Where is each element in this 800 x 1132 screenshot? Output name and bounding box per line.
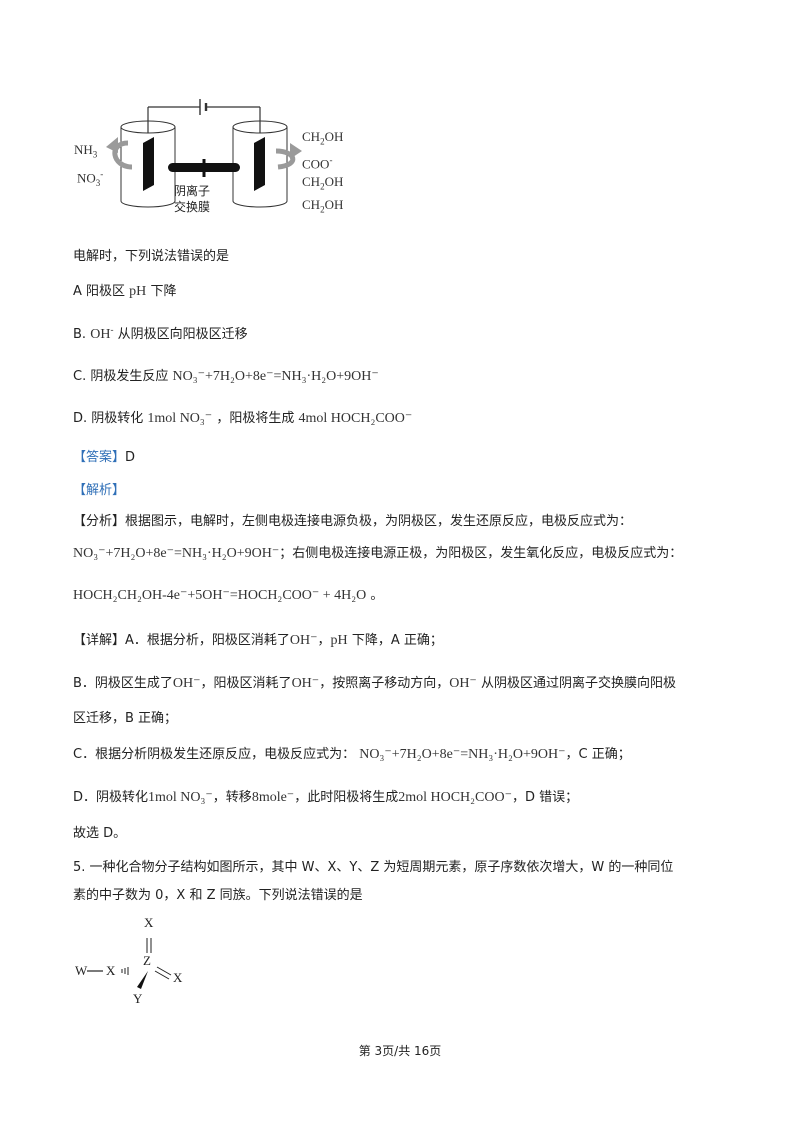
analysis-line3: HOCH₂CH₂OH-4e⁻+5OH⁻=HOCH₂COO⁻ + 4H₂O 。 bbox=[73, 584, 383, 604]
detail-d-tail: ，D 错误； bbox=[512, 790, 579, 805]
detail-d-quantity3: 2mol HOCH₂COO⁻ bbox=[398, 790, 512, 805]
option-d-quantity1: 1mol NO₃⁻ bbox=[147, 411, 213, 426]
option-a[interactable]: A 阳极区 pH 下降 bbox=[73, 280, 176, 300]
detail-b-ion1: OH⁻ bbox=[172, 676, 201, 691]
atom-w: W bbox=[75, 963, 88, 978]
membrane-label-line1: 阴离子 bbox=[174, 184, 211, 198]
conclusion: 故选 D。 bbox=[73, 826, 127, 841]
detail-d-text1: D．阴极转化 bbox=[73, 790, 149, 805]
question-stem: 电解时，下列说法错误的是 bbox=[73, 249, 230, 264]
option-a-text: A 阳极区 bbox=[73, 284, 126, 299]
right-species: CH2OH COO- CH2OH CH2OH bbox=[302, 128, 343, 218]
option-b-prefix: B. bbox=[73, 327, 87, 342]
analysis-line2-text: ；右侧电极连接电源正极，为阳极区，发生氧化反应，电极反应式为： bbox=[279, 546, 683, 561]
option-d-quantity2: 4mol HOCH₂COO⁻ bbox=[298, 411, 413, 426]
membrane-label-line2: 交换膜 bbox=[174, 200, 211, 214]
analysis-end-mark: 。 bbox=[370, 588, 384, 603]
atom-x-left: X bbox=[106, 963, 116, 978]
detail-c-text: C．根据分析阴极发生还原反应，电极反应式为： bbox=[73, 747, 356, 762]
detail-c-equation: NO₃⁻+7H₂O+8e⁻=NH₃·H₂O+9OH⁻ bbox=[359, 747, 566, 762]
answer-value: D bbox=[125, 450, 136, 465]
detail-d-text2: ，转移 bbox=[212, 790, 252, 805]
detail-a: 【详解】A．根据分析，阳极区消耗了OH⁻，pH 下降，A 正确； bbox=[73, 629, 443, 649]
option-d-text: D. 阴极转化 bbox=[73, 411, 144, 426]
detail-b-text3: ，按照离子移动方向， bbox=[319, 676, 450, 691]
detail-d-quantity1: 1mol NO₃⁻ bbox=[148, 790, 213, 805]
option-c[interactable]: C. 阴极发生反应 NO₃⁻+7H₂O+8e⁻=NH₃·H₂O+9OH⁻ bbox=[73, 365, 379, 385]
atom-x-right: X bbox=[173, 970, 183, 985]
option-c-text: C. 阴极发生反应 bbox=[73, 369, 169, 384]
analysis-line1: 【分析】根据图示，电解时，左侧电极连接电源负极，为阴极区，发生还原反应，电极反应… bbox=[73, 514, 633, 529]
detail-a-text: 【详解】A．根据分析，阳极区消耗了 bbox=[73, 633, 290, 648]
nh3-label: NH3 bbox=[74, 142, 98, 160]
ch2oh-mid: CH2OH bbox=[302, 173, 344, 192]
option-b-text: 从阴极区向阳极区迁移 bbox=[117, 327, 248, 342]
analysis-equation2: HOCH₂CH₂OH-4e⁻+5OH⁻=HOCH₂COO⁻ + 4H₂O bbox=[73, 588, 367, 603]
ch2oh-top: CH2OH bbox=[302, 129, 344, 147]
page-footer: 第 3页/共 16页 bbox=[358, 1044, 442, 1058]
membrane-label: 阴离子 交换膜 bbox=[174, 183, 210, 215]
oh-ion: OH- bbox=[90, 324, 114, 342]
coo-label: COO- bbox=[302, 154, 333, 171]
answer-tag: 【答案】 bbox=[73, 450, 126, 465]
detail-a-sep: ， bbox=[317, 633, 331, 648]
atom-z: Z bbox=[143, 953, 151, 968]
option-b[interactable]: B. OH- 从阴极区向阳极区迁移 bbox=[73, 323, 248, 343]
electrolysis-figure bbox=[70, 95, 370, 235]
detail-b-ion2: OH⁻ bbox=[291, 676, 320, 691]
detail-b-text1: B．阴极区生成了 bbox=[73, 676, 173, 691]
detail-c: C．根据分析阴极发生还原反应，电极反应式为： NO₃⁻+7H₂O+8e⁻=NH₃… bbox=[73, 743, 631, 763]
ph-symbol: pH bbox=[129, 284, 147, 299]
option-a-tail: 下降 bbox=[150, 284, 177, 299]
option-c-equation: NO₃⁻+7H₂O+8e⁻=NH₃·H₂O+9OH⁻ bbox=[172, 369, 379, 384]
detail-b-text4: 从阴极区通过阴离子交换膜向阳极 bbox=[480, 676, 676, 691]
no3-label: NO3- bbox=[77, 169, 104, 188]
detail-d-text3: ，此时阳极将生成 bbox=[294, 790, 399, 805]
detail-d-quantity2: 8mole⁻ bbox=[251, 790, 295, 805]
detail-b-cont: 区迁移，B 正确； bbox=[73, 711, 178, 726]
q5-line2: 素的中子数为 0，X 和 Z 同族。下列说法错误的是 bbox=[73, 888, 363, 903]
analysis-line2: NO₃⁻+7H₂O+8e⁻=NH₃·H₂O+9OH⁻；右侧电极连接电源正极，为阳… bbox=[73, 542, 682, 562]
molecule-bonds bbox=[87, 938, 172, 989]
detail-a-ion: OH⁻ bbox=[289, 633, 318, 648]
analysis-tag: 【解析】 bbox=[73, 483, 126, 498]
detail-d: D．阴极转化1mol NO₃⁻，转移8mole⁻，此时阳极将生成2mol HOC… bbox=[73, 786, 578, 806]
ph-symbol: pH bbox=[330, 633, 348, 648]
option-d-mid: ，阳极将生成 bbox=[216, 411, 295, 426]
detail-b: B．阴极区生成了OH⁻，阳极区消耗了OH⁻，按照离子移动方向，OH⁻ 从阴极区通… bbox=[73, 672, 676, 692]
detail-c-tail: ，C 正确； bbox=[565, 747, 631, 762]
electrolysis-diagram bbox=[106, 99, 302, 208]
molecule-structure: W X X Z X Y bbox=[70, 915, 200, 1010]
answer-line: 【答案】D bbox=[73, 446, 135, 465]
atom-x-top: X bbox=[144, 915, 154, 930]
ch2oh-bottom: CH2OH bbox=[302, 196, 344, 215]
detail-b-ion3: OH⁻ bbox=[449, 676, 477, 691]
detail-b-text2: ，阳极区消耗了 bbox=[200, 676, 292, 691]
option-d[interactable]: D. 阴极转化 1mol NO₃⁻ ，阳极将生成 4mol HOCH₂COO⁻ bbox=[73, 407, 412, 427]
q5-line1: 5. 一种化合物分子结构如图所示，其中 W、X、Y、Z 为短周期元素，原子序数依… bbox=[73, 860, 674, 875]
atom-y: Y bbox=[133, 991, 143, 1006]
analysis-equation1: NO₃⁻+7H₂O+8e⁻=NH₃·H₂O+9OH⁻ bbox=[73, 546, 280, 561]
detail-a-tail: 下降，A 正确； bbox=[351, 633, 443, 648]
